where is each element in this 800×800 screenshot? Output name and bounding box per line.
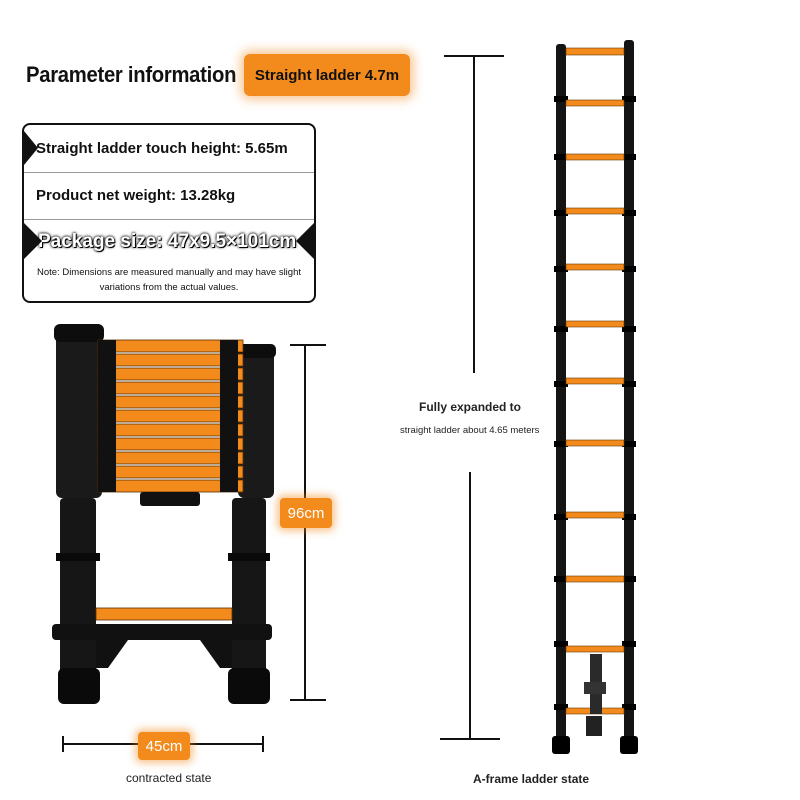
width-dimension-cap-right <box>262 736 264 752</box>
expanded-caption: A-frame ladder state <box>473 772 590 786</box>
expanded-subtitle: straight ladder about 4.65 meters <box>400 425 540 436</box>
page-title: Parameter information <box>26 62 237 87</box>
expanded-ladder-image <box>552 40 638 754</box>
spec-touch-height: Straight ladder touch height: 5.65m <box>36 140 288 157</box>
expanded-dimension-line-top <box>473 55 475 373</box>
spec-card: Straight ladder touch height: 5.65m Prod… <box>22 123 316 303</box>
height-label: 96cm <box>280 498 332 528</box>
product-badge: Straight ladder 4.7m <box>244 54 410 96</box>
spec-note: Note: Dimensions are measured manually a… <box>36 267 302 293</box>
expanded-dimension-cap-bottom <box>440 738 500 740</box>
height-dimension-cap-bottom <box>290 699 326 701</box>
spec-row-touch-height: Straight ladder touch height: 5.65m <box>24 125 314 173</box>
height-dimension-cap-top <box>290 344 326 346</box>
spec-row-net-weight: Product net weight: 13.28kg <box>24 172 314 220</box>
spec-net-weight: Product net weight: 13.28kg <box>36 187 236 204</box>
width-dimension-cap-left <box>62 736 64 752</box>
contracted-caption: contracted state <box>126 771 212 785</box>
width-label: 45cm <box>138 732 190 760</box>
spec-row-package-size: Package size: 47x9.5×101cm <box>24 219 314 265</box>
expanded-dimension-cap-top <box>444 55 504 57</box>
expanded-dimension-line-bottom <box>469 472 471 738</box>
contracted-ladder-image <box>52 324 276 704</box>
expanded-title: Fully expanded to <box>419 400 522 414</box>
spec-package-size: Package size: 47x9.5×101cm <box>38 231 297 252</box>
